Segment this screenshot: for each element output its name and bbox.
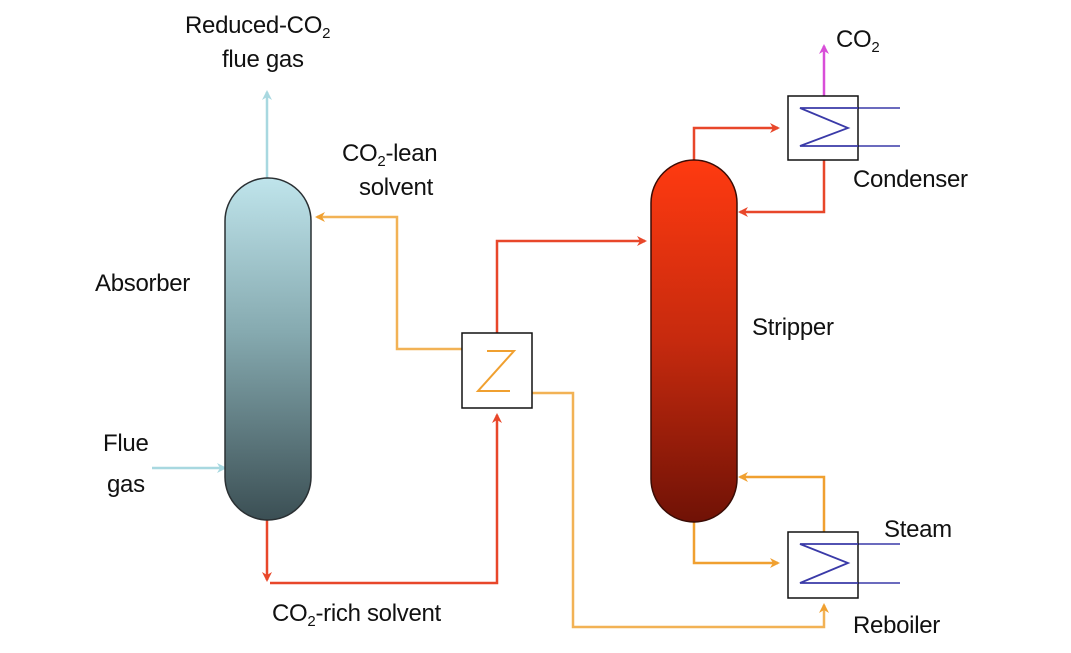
- co2-lean-text-b: -lean: [385, 140, 438, 167]
- co2-lean-subscript: 2: [377, 153, 386, 170]
- absorber-vessel: [224, 177, 312, 521]
- steam-text: Steam: [884, 516, 952, 543]
- stripper-vessel: [650, 159, 738, 523]
- co2-lean-text-a: CO: [342, 140, 378, 167]
- co2-rich-text-a: CO: [272, 600, 308, 627]
- heat-exchanger-icon: [461, 332, 533, 409]
- lean-solvent-return-stream: [315, 212, 462, 351]
- lean-solvent-text: solvent: [359, 174, 433, 201]
- reduced-co2-subscript: 2: [322, 25, 331, 42]
- flue-text: Flue: [103, 430, 149, 457]
- lean-solvent-stream: [532, 391, 829, 629]
- stripper-label: Stripper: [752, 314, 834, 342]
- gas-in-label: gas: [107, 471, 145, 499]
- flue-gas-in-label: Flue: [103, 430, 149, 458]
- stripper-vapor-stream: [692, 123, 780, 162]
- reboiler-text: Reboiler: [853, 612, 940, 639]
- condenser-text: Condenser: [853, 166, 968, 193]
- reduced-co2-text: Reduced-CO: [185, 12, 323, 39]
- steam-label: Steam: [884, 516, 952, 544]
- co2-rich-solvent-label: CO2-rich solvent: [272, 600, 441, 630]
- gas-text: gas: [107, 471, 145, 498]
- co2-rich-subscript: 2: [307, 613, 316, 630]
- lean-solvent-label: solvent: [359, 174, 433, 202]
- stripper-text: Stripper: [752, 314, 834, 341]
- condenser-label: Condenser: [853, 166, 968, 194]
- condenser-icon: [787, 95, 900, 161]
- flue-gas-out-label: flue gas: [222, 46, 304, 74]
- co2-lean-label: CO2-lean: [342, 140, 438, 170]
- condenser-reflux-stream: [738, 160, 826, 217]
- rich-solvent-to-exchanger-stream: [270, 413, 502, 585]
- co2-rich-text-b: -rich solvent: [315, 600, 441, 627]
- reboiler-icon: [787, 531, 900, 599]
- absorber-label: Absorber: [95, 270, 190, 298]
- reduced-co2-flue-gas-label: Reduced-CO2: [185, 12, 331, 42]
- flue-gas-out-text: flue gas: [222, 46, 304, 73]
- reboiler-label: Reboiler: [853, 612, 940, 640]
- co2-product-text: CO: [836, 26, 872, 53]
- co2-product-subscript: 2: [871, 39, 880, 56]
- reboiler-vapor-stream: [738, 472, 826, 532]
- rich-solvent-to-stripper-stream: [495, 236, 647, 333]
- co2-product-label: CO2: [836, 26, 880, 56]
- absorber-text: Absorber: [95, 270, 190, 297]
- stripper-bottoms-stream: [692, 520, 780, 568]
